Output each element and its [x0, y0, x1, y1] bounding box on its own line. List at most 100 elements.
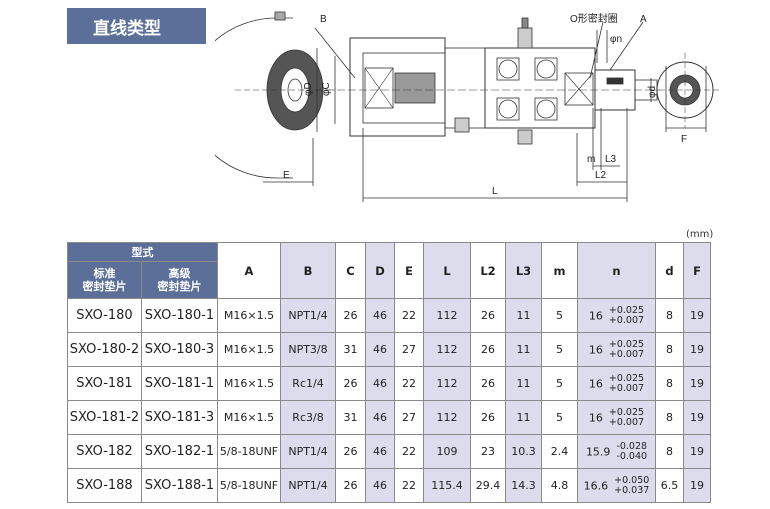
cell-L: 112	[423, 400, 471, 435]
cell-L: 115.4	[423, 468, 471, 503]
n-tolerance-lower: +0.007	[608, 348, 645, 360]
n-tolerance-upper: +0.025	[608, 338, 645, 350]
standard-model-cell: SXO-180	[67, 298, 142, 333]
premium-model-cell: SXO-180-3	[141, 332, 218, 367]
cell-n: 16.6 +0.050+0.037	[577, 468, 656, 503]
cell-n: 15.9-0.028-0.040	[577, 434, 656, 469]
col-header-L2: L2	[470, 242, 506, 299]
n-tolerance: +0.025+0.007	[608, 338, 645, 360]
col-header-L3: L3	[505, 242, 542, 299]
cell-A: M16×1.5	[217, 400, 281, 435]
n-tolerance: +0.025+0.007	[609, 305, 644, 326]
n-tolerance-upper: +0.025	[608, 406, 645, 418]
cell-L3: 10.3	[505, 434, 542, 469]
col-header-m: m	[541, 242, 578, 299]
cell-L2: 26	[470, 332, 506, 367]
cell-C: 31	[335, 400, 366, 435]
n-base-value: 16.6	[583, 479, 609, 492]
n-tolerance-lower: +0.037	[614, 484, 650, 496]
n-tolerance: +0.025+0.007	[608, 373, 645, 394]
label-o-ring: O形密封圈	[570, 12, 618, 25]
cell-L: 112	[423, 366, 471, 401]
rotary-joint-drawing: B O形密封圈 A φn φD φC φd F m L3 L2 E L	[215, 11, 720, 202]
col-header-n: n	[577, 242, 656, 299]
type-group-header: 型式	[67, 242, 218, 262]
cell-L3: 11	[505, 400, 542, 435]
cell-E: 27	[394, 400, 424, 435]
col-header-D: D	[365, 242, 395, 299]
cell-A: 5/8-18UNF	[217, 434, 281, 469]
cell-L3: 11	[505, 332, 542, 367]
cell-L3: 11	[505, 366, 542, 401]
cell-L2: 26	[470, 400, 506, 435]
cell-d: 6.5	[655, 468, 684, 503]
cell-B: Rc1/4	[280, 366, 336, 401]
cell-E: 27	[394, 332, 424, 367]
cell-n: 16 +0.025+0.007	[577, 332, 656, 367]
cell-E: 22	[394, 298, 424, 333]
cell-A: M16×1.5	[217, 298, 281, 333]
cell-L: 112	[423, 298, 471, 333]
cell-d: 8	[655, 434, 684, 469]
col-header-L: L	[423, 242, 471, 299]
cell-F: 19	[683, 332, 711, 367]
cell-E: 22	[394, 434, 424, 469]
cell-A: M16×1.5	[217, 366, 281, 401]
cell-L2: 23	[470, 434, 506, 469]
n-base-value: 16	[588, 343, 603, 356]
n-tolerance-lower: +0.007	[608, 416, 645, 428]
premium-model-cell: SXO-181-1	[141, 366, 218, 401]
left-flange-outline	[215, 17, 278, 179]
cell-n: 16 +0.025+0.007	[577, 400, 656, 435]
cell-L: 112	[423, 332, 471, 367]
cell-F: 19	[683, 366, 711, 401]
premium-seal-header: 高级 密封垫片	[141, 261, 218, 299]
standard-model-cell: SXO-182	[67, 434, 142, 469]
spec-table: 型式 A B C D E L L2 L3 m n d F 标准 密封垫片 高级 …	[67, 242, 711, 503]
premium-model-cell: SXO-182-1	[141, 434, 218, 469]
n-base-value: 16	[588, 377, 603, 390]
cell-n: 16 +0.025+0.007	[577, 366, 656, 401]
cell-F: 19	[683, 400, 711, 435]
n-tolerance: -0.028-0.040	[616, 441, 647, 462]
label-phi-d: φd	[647, 86, 658, 98]
cell-m: 5	[541, 332, 578, 367]
cell-m: 5	[541, 400, 578, 435]
cell-D: 46	[365, 298, 395, 333]
cell-L2: 26	[470, 366, 506, 401]
cell-m: 5	[541, 298, 578, 333]
col-header-F: F	[683, 242, 711, 299]
cell-C: 26	[335, 468, 366, 503]
label-B: B	[320, 14, 327, 25]
n-tolerance: +0.050+0.037	[614, 475, 650, 496]
label-m: m	[587, 154, 595, 165]
label-E: E	[283, 170, 290, 181]
cell-d: 8	[655, 366, 684, 401]
n-tolerance-lower: +0.007	[608, 382, 645, 394]
standard-model-cell: SXO-180-2	[67, 332, 142, 367]
n-base-value: 16	[588, 309, 603, 322]
cell-L2: 26	[470, 298, 506, 333]
cell-C: 26	[335, 298, 366, 333]
label-phi-n: φn	[610, 34, 622, 45]
cell-D: 46	[365, 366, 395, 401]
standard-model-cell: SXO-181	[67, 366, 142, 401]
cell-m: 2.4	[541, 434, 578, 469]
cell-d: 8	[655, 400, 684, 435]
label-A: A	[640, 14, 647, 25]
cell-L: 109	[423, 434, 471, 469]
cell-F: 19	[683, 434, 711, 469]
cell-E: 22	[394, 468, 424, 503]
cell-L2: 29.4	[470, 468, 506, 503]
col-header-A: A	[217, 242, 281, 299]
col-header-d: d	[655, 242, 684, 299]
n-base-value: 16	[588, 411, 603, 424]
col-header-E: E	[394, 242, 424, 299]
label-L2: L2	[595, 170, 607, 181]
cell-D: 46	[365, 434, 395, 469]
cell-D: 46	[365, 332, 395, 367]
col-header-C: C	[335, 242, 366, 299]
